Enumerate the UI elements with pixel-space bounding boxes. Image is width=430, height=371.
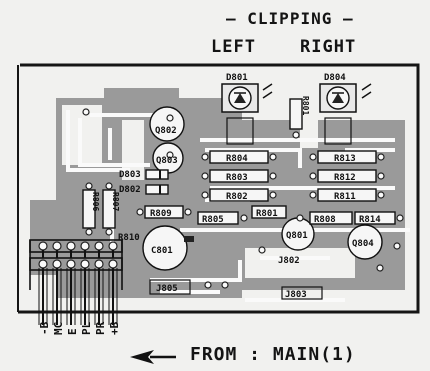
label-d802: D802 xyxy=(119,185,141,195)
diode-d803-shape xyxy=(145,169,169,180)
pin-label-pl: PL xyxy=(80,321,93,335)
pin-label-e: E xyxy=(66,328,79,335)
label-r810: R810 xyxy=(118,233,140,243)
label-r801b: R801 xyxy=(256,209,278,219)
c801-shape xyxy=(142,225,188,271)
clipping-title: — CLIPPING — xyxy=(226,9,354,28)
label-j803: J803 xyxy=(285,290,307,300)
solder-pads xyxy=(82,108,404,289)
label-r807: R807 xyxy=(111,192,120,211)
label-q803: Q803 xyxy=(156,156,178,166)
q804-shape xyxy=(347,224,383,260)
c801-polarity xyxy=(184,236,194,242)
left-channel-label: LEFT xyxy=(211,37,256,57)
label-r809: R809 xyxy=(150,209,172,219)
label-r802: R802 xyxy=(226,192,248,202)
led-d804-shape xyxy=(319,83,372,145)
label-j802: J802 xyxy=(278,256,300,266)
label-c801: C801 xyxy=(151,246,173,256)
title-dash-left: — xyxy=(226,9,237,28)
right-channel-label: RIGHT xyxy=(300,37,357,57)
label-d801: D801 xyxy=(226,73,248,83)
pin-label-minus-b: -B xyxy=(38,321,51,335)
pin-label-plus-b: +B xyxy=(108,321,121,335)
label-d804: D804 xyxy=(324,73,346,83)
label-r805: R805 xyxy=(202,215,224,225)
label-q802: Q802 xyxy=(155,126,177,136)
board-outline xyxy=(18,63,420,314)
source-label: FROM : MAIN(1) xyxy=(190,344,356,365)
resistor-bodies xyxy=(82,98,396,229)
label-r811: R811 xyxy=(334,192,356,202)
j803-outline xyxy=(281,286,323,300)
clipping-label: CLIPPING xyxy=(247,9,333,28)
arrow-icon xyxy=(130,350,176,364)
label-r814: R814 xyxy=(359,215,381,225)
pin-label-mc: MC xyxy=(52,322,65,335)
label-r812: R812 xyxy=(334,173,356,183)
j805-outline xyxy=(149,279,191,295)
pin-label-pr: PR xyxy=(94,321,107,335)
label-r801: R801 xyxy=(301,96,310,115)
label-q801: Q801 xyxy=(286,231,308,241)
label-r804: R804 xyxy=(226,154,248,164)
label-j805: J805 xyxy=(156,284,178,294)
title-dash-right: — xyxy=(342,9,354,28)
q802-shape xyxy=(149,106,185,142)
label-r806: R806 xyxy=(91,192,100,211)
label-r813: R813 xyxy=(334,154,356,164)
label-r803: R803 xyxy=(226,173,248,183)
label-r808: R808 xyxy=(314,215,336,225)
label-d803: D803 xyxy=(119,170,141,180)
diode-d802-shape xyxy=(145,184,169,195)
led-d801-shape xyxy=(221,83,273,145)
connector-harness xyxy=(29,239,123,325)
label-q804: Q804 xyxy=(352,239,374,249)
